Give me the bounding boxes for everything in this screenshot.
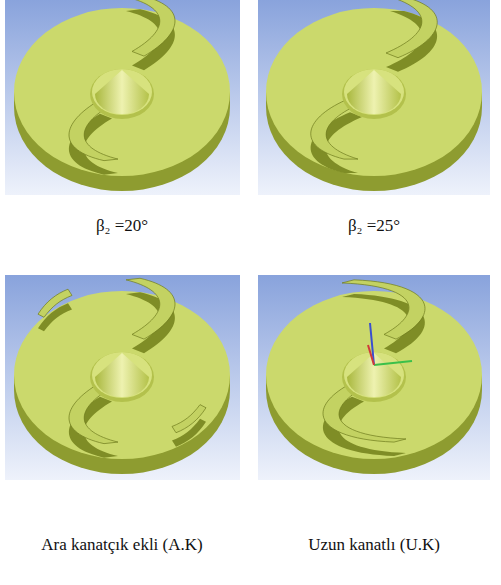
image-caption: Ara kanatçık ekli (A.K) (39, 535, 204, 555)
image-caption: Uzun kanatlı (U.K) (306, 535, 442, 555)
image-caption: β₂ =20° (94, 216, 150, 236)
impeller-image (258, 275, 490, 480)
image-caption: β₂ =25° (346, 216, 402, 236)
impeller-image (258, 0, 490, 195)
impeller-image (5, 275, 240, 480)
impeller-image (5, 0, 240, 195)
